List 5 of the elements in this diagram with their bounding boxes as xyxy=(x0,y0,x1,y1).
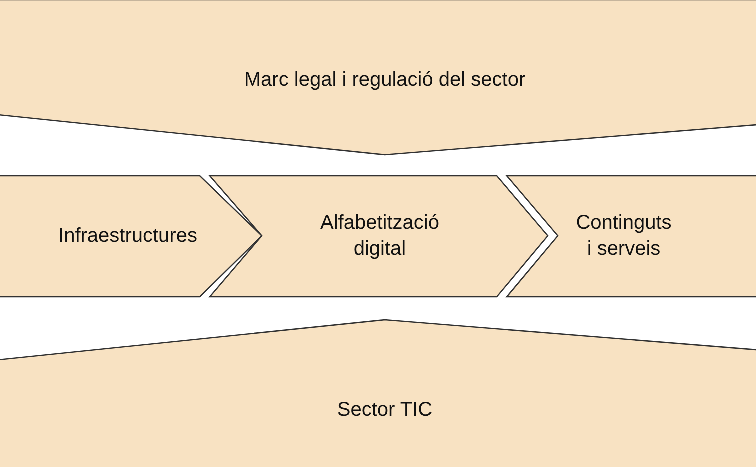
shape-label: Infraestructures xyxy=(58,224,198,249)
shape-label: Marc legal i regulació del sector xyxy=(243,68,527,93)
shape-label: Continguts i serveis xyxy=(575,211,673,262)
shape-label: Alfabetització digital xyxy=(320,211,440,262)
shape-label: Sector TIC xyxy=(336,398,434,423)
